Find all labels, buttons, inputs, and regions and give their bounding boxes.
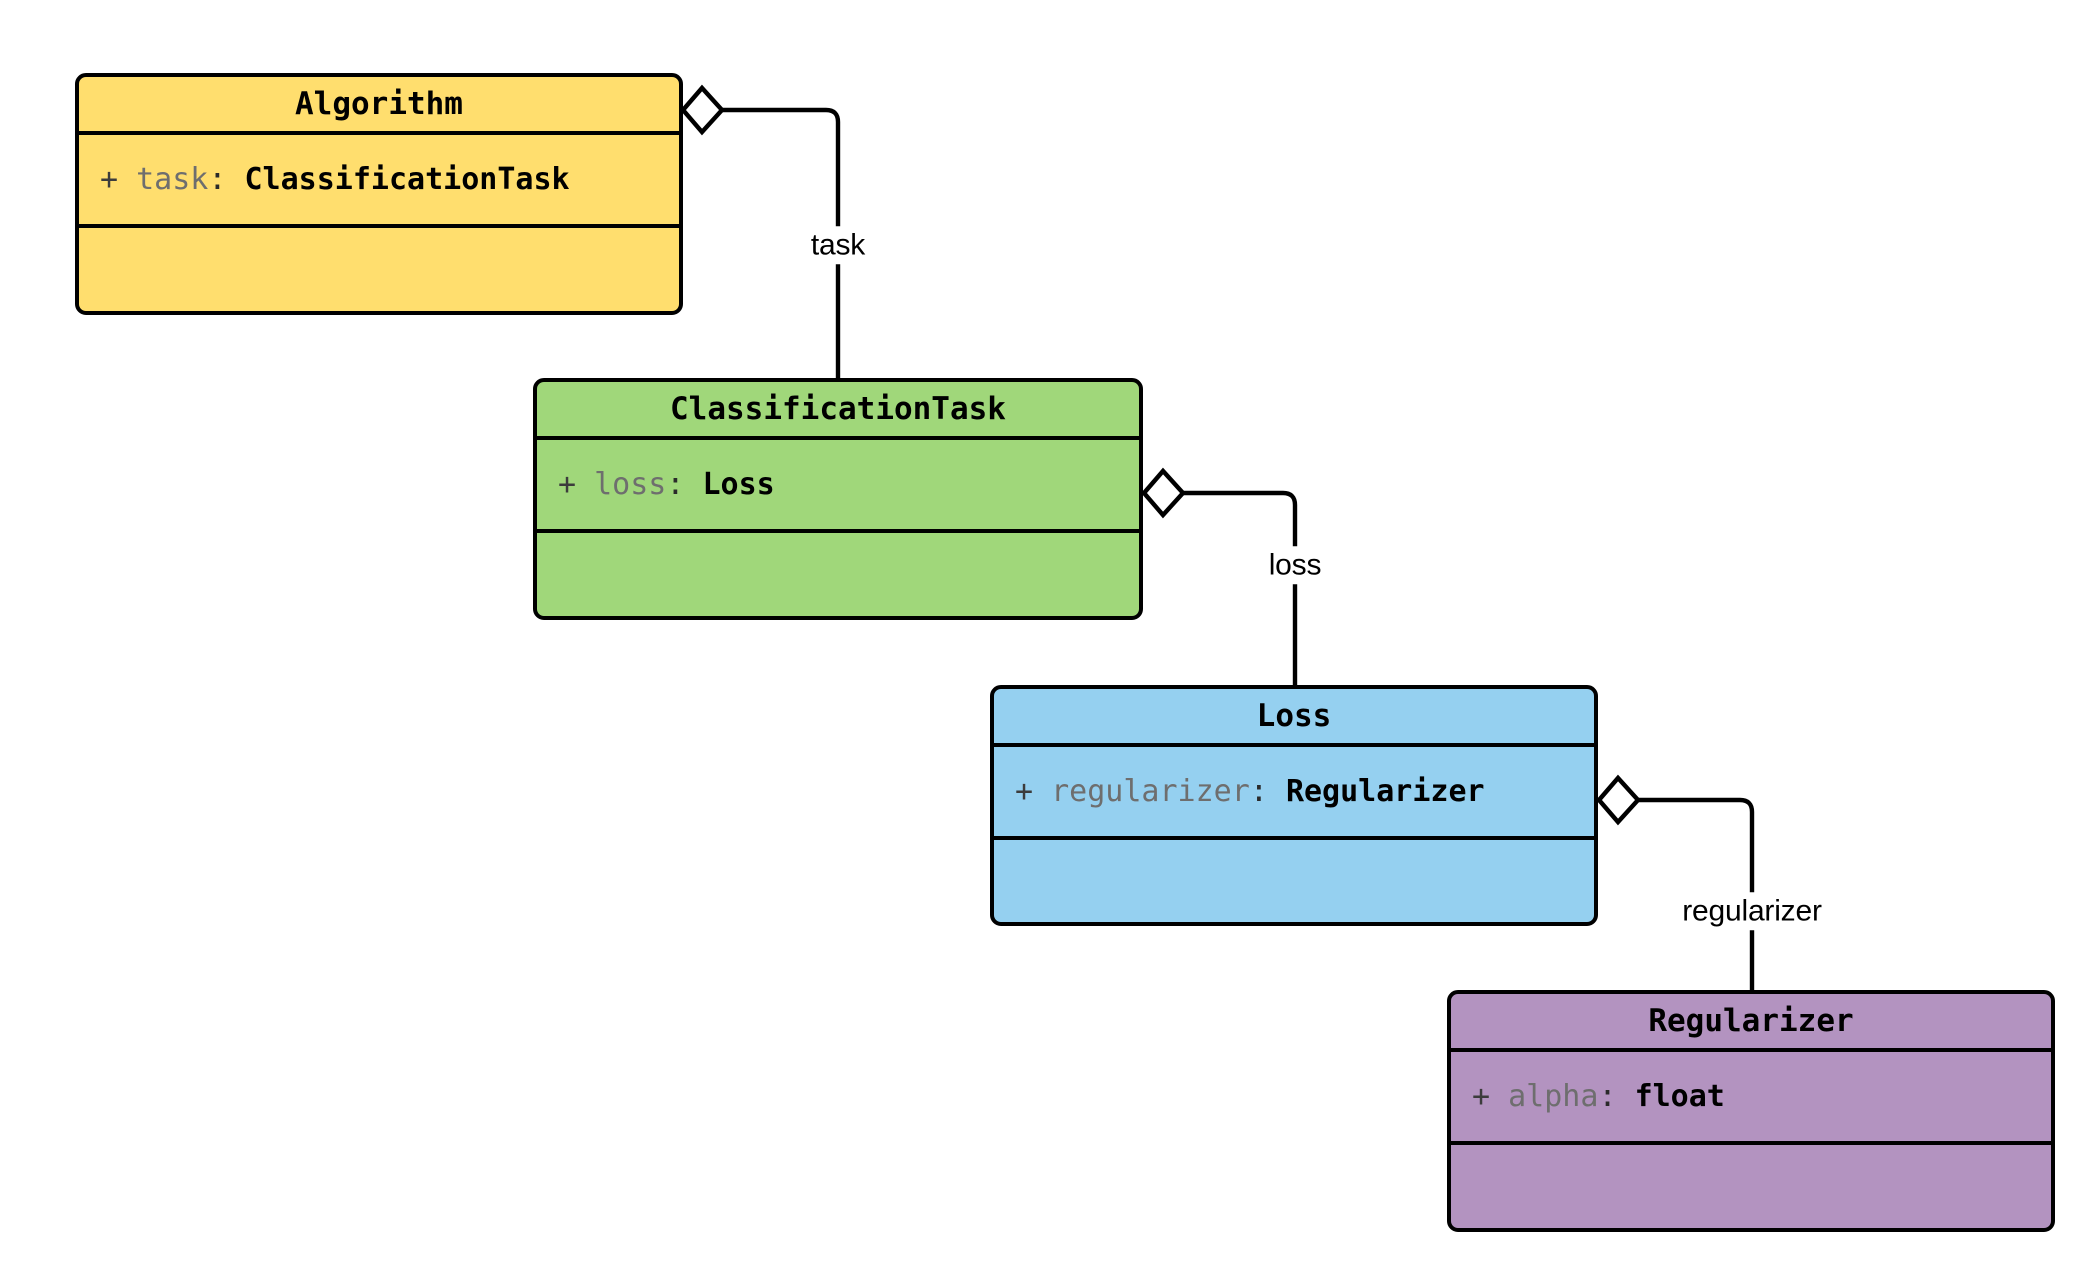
relationship-loss[interactable] — [1141, 467, 1298, 685]
class-title-algorithm: Algorithm — [79, 77, 679, 135]
class-title-regularizer: Regularizer — [1451, 994, 2051, 1052]
class-attributes-regularizer: + alpha: float — [1451, 1052, 2051, 1145]
class-methods-algorithm — [79, 228, 679, 311]
attribute-row: + task: ClassificationTask — [100, 163, 570, 196]
attribute-row: + alpha: float — [1472, 1080, 1725, 1113]
attribute-row: + regularizer: Regularizer — [1015, 775, 1485, 808]
aggregation-diamond-task — [680, 84, 725, 136]
attribute-row: + loss: Loss — [558, 468, 775, 501]
attribute-visibility: + — [558, 467, 577, 502]
class-methods-loss — [994, 840, 1594, 922]
attribute-separator: : — [208, 162, 227, 197]
class-box-algorithm[interactable]: Algorithm + task: ClassificationTask — [75, 73, 683, 315]
class-title-loss: Loss — [994, 689, 1594, 747]
class-box-regularizer[interactable]: Regularizer + alpha: float — [1447, 990, 2055, 1232]
attribute-visibility: + — [1472, 1079, 1491, 1114]
aggregation-diamond-regularizer — [1596, 774, 1641, 826]
class-box-classificationtask[interactable]: ClassificationTask + loss: Loss — [533, 378, 1143, 620]
aggregation-diamond-loss — [1141, 467, 1186, 519]
class-attributes-algorithm: + task: ClassificationTask — [79, 135, 679, 228]
class-attributes-classificationtask: + loss: Loss — [537, 440, 1139, 533]
attribute-separator: : — [1598, 1079, 1617, 1114]
attribute-name: regularizer — [1051, 774, 1250, 809]
edge-regularizer-line — [1638, 797, 1755, 990]
attribute-name: task — [136, 162, 209, 197]
attribute-type: Loss — [702, 467, 775, 502]
class-methods-classificationtask — [537, 533, 1139, 616]
attribute-type: Regularizer — [1285, 774, 1485, 809]
class-box-loss[interactable]: Loss + regularizer: Regularizer — [990, 685, 1598, 926]
attribute-name: alpha — [1508, 1079, 1599, 1114]
attribute-visibility: + — [100, 162, 119, 197]
class-title-classificationtask: ClassificationTask — [537, 382, 1139, 440]
class-attributes-loss: + regularizer: Regularizer — [994, 747, 1594, 840]
edge-label-task: task — [805, 226, 871, 264]
edge-label-regularizer: regularizer — [1677, 892, 1827, 930]
edge-loss-line — [1183, 490, 1298, 685]
attribute-type: ClassificationTask — [244, 162, 570, 197]
class-methods-regularizer — [1451, 1145, 2051, 1228]
relationship-task[interactable] — [680, 84, 841, 378]
attribute-name: loss — [594, 467, 667, 502]
attribute-visibility: + — [1015, 774, 1034, 809]
relationship-regularizer[interactable] — [1596, 774, 1755, 990]
attribute-separator: : — [1249, 774, 1268, 809]
edge-task-line — [722, 107, 841, 378]
edge-label-loss: loss — [1263, 546, 1327, 584]
attribute-type: float — [1634, 1079, 1725, 1114]
attribute-separator: : — [666, 467, 685, 502]
